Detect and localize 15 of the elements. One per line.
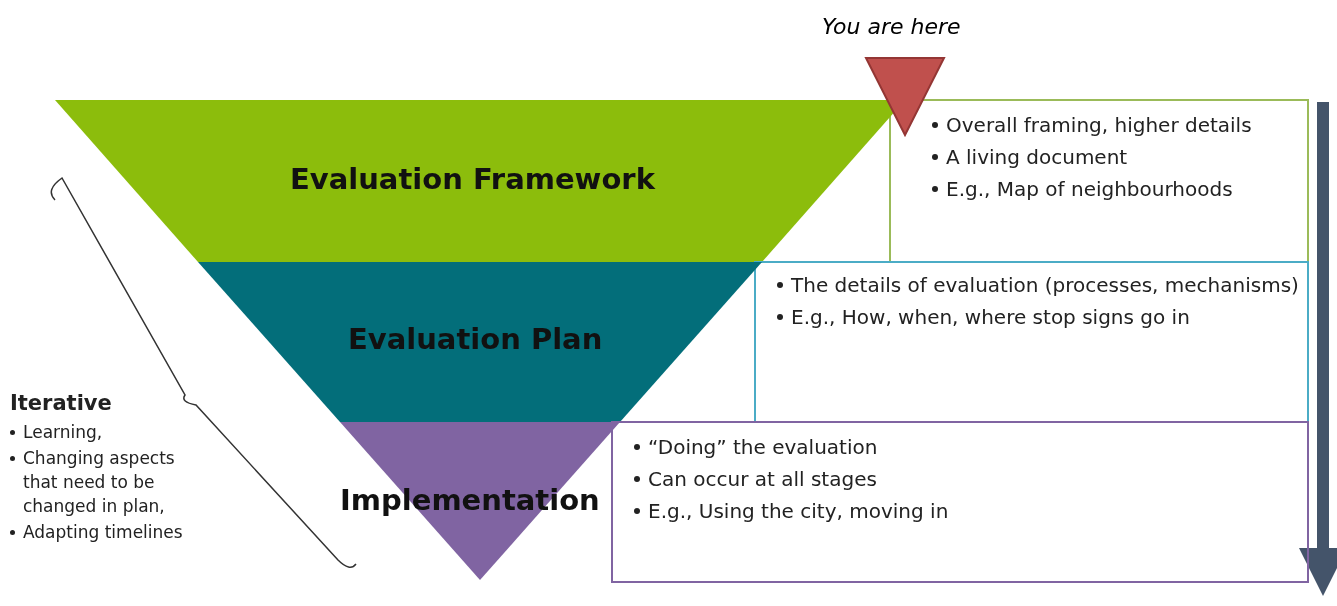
bullet-text: Adapting timelines bbox=[23, 521, 183, 544]
bullet-text: The details of evaluation (processes, mechanisms) bbox=[791, 272, 1299, 298]
bullet-text: E.g., Map of neighbourhoods bbox=[946, 176, 1233, 202]
bullet-text: A living document bbox=[946, 144, 1128, 170]
bullet-text: E.g., Using the city, moving in bbox=[648, 498, 949, 524]
bullet-text: Can occur at all stages bbox=[648, 466, 877, 492]
band-title: Evaluation Plan bbox=[348, 322, 603, 356]
bullet-text: E.g., How, when, where stop signs go in bbox=[791, 304, 1190, 330]
list-heading: Iterative bbox=[10, 391, 112, 415]
bullet-text: “Doing” the evaluation bbox=[648, 434, 878, 460]
bullet-text: Changing aspects that need to be changed in plan, bbox=[23, 447, 176, 518]
bullet-text: Overall framing, higher details bbox=[946, 112, 1252, 138]
band-title: Evaluation Framework bbox=[290, 162, 655, 196]
marker-caption: You are here bbox=[822, 14, 961, 39]
bullet-text: Learning, bbox=[23, 421, 103, 444]
